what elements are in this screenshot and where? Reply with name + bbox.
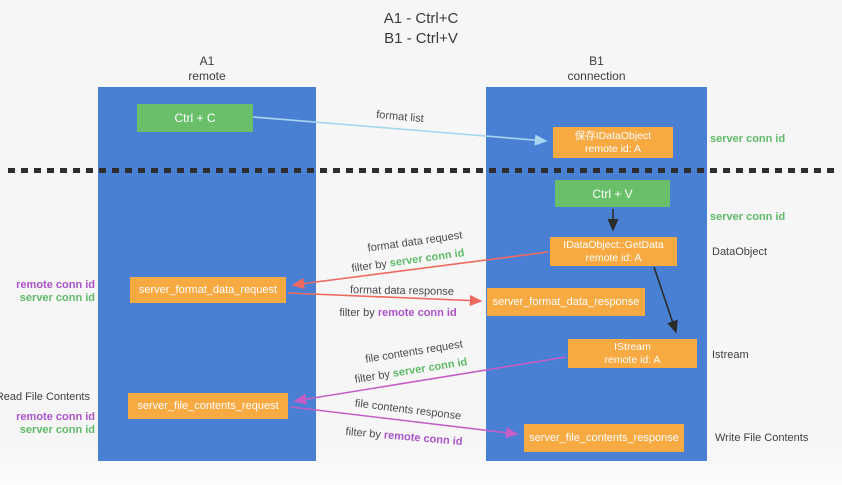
edge-filter-file-contents-response: filter by remote conn id: [345, 426, 463, 448]
lane-b1-subtitle: connection: [567, 69, 626, 83]
edge-label-format-data-response: format data response: [349, 284, 455, 298]
annotation-file-server-conn-id: server conn id: [19, 424, 95, 436]
filter-by-text: filter by: [350, 258, 388, 275]
node-idataobject-getdata: IDataObject::GetData remote id: A: [550, 237, 677, 266]
edge-label-file-contents-response: file contents response: [354, 397, 462, 423]
getdata-line1: IDataObject::GetData: [563, 239, 664, 251]
save-idataobject-line1: 保存IDataObject: [574, 130, 652, 142]
node-ctrl-c: Ctrl + C: [137, 104, 253, 132]
istream-line1: IStream: [614, 341, 651, 353]
lane-header-a1: A1 remote: [98, 54, 316, 84]
format-request-label: server_format_data_request: [138, 283, 278, 296]
lane-header-b1: B1 connection: [486, 54, 707, 84]
title-line-2: B1 - Ctrl+V: [384, 30, 458, 47]
lane-a1-subtitle: remote: [188, 69, 226, 83]
server-conn-id-key: server conn id: [389, 247, 466, 270]
node-server-format-data-response: server_format_data_response: [487, 288, 645, 316]
node-ctrl-v: Ctrl + V: [555, 180, 670, 207]
annotation-dataobject: DataObject: [712, 246, 768, 258]
annotation-format-remote-conn-id: remote conn id: [16, 279, 95, 291]
filter-by-text: filter by: [339, 307, 375, 319]
remote-conn-id-key: remote conn id: [377, 307, 457, 319]
edge-filter-format-data-response: filter by remote conn id: [339, 307, 456, 319]
annotation-write-file-contents: Write File Contents: [715, 432, 809, 444]
format-response-label: server_format_data_response: [492, 295, 640, 308]
ctrl-c-label: Ctrl + C: [174, 111, 216, 125]
node-server-file-contents-request: server_file_contents_request: [128, 393, 288, 419]
diagram-title: A1 - Ctrl+C B1 - Ctrl+V: [0, 9, 842, 49]
filter-by-text: filter by: [345, 425, 382, 441]
istream-line2: remote id: A: [604, 353, 661, 366]
edge-label-format-list: format list: [375, 108, 425, 126]
node-save-idataobject: 保存IDataObject remote id: A: [553, 127, 673, 158]
remote-conn-id-key: remote conn id: [383, 429, 463, 449]
annotation-server-conn-id-2: server conn id: [710, 211, 786, 223]
annotation-istream: Istream: [712, 349, 749, 361]
title-line-1: A1 - Ctrl+C: [383, 10, 459, 27]
annotation-format-server-conn-id: server conn id: [19, 292, 95, 304]
file-response-label: server_file_contents_response: [529, 431, 679, 444]
annotation-read-file-contents: Read File Contents: [0, 391, 90, 403]
session-divider-dashed-line: [8, 168, 834, 173]
file-request-label: server_file_contents_request: [137, 399, 279, 412]
getdata-line2: remote id: A: [585, 251, 642, 264]
node-server-format-data-request: server_format_data_request: [130, 277, 286, 303]
annotation-file-remote-conn-id: remote conn id: [16, 411, 95, 423]
node-server-file-contents-response: server_file_contents_response: [524, 424, 684, 452]
lane-b1-name: B1: [589, 54, 604, 68]
filter-by-text: filter by: [353, 368, 391, 386]
node-istream: IStream remote id: A: [568, 339, 697, 368]
lane-a1-name: A1: [199, 54, 215, 68]
annotation-server-conn-id-1: server conn id: [710, 133, 786, 145]
ctrl-v-label: Ctrl + V: [592, 186, 633, 201]
save-idataobject-line2: remote id: A: [584, 142, 642, 155]
